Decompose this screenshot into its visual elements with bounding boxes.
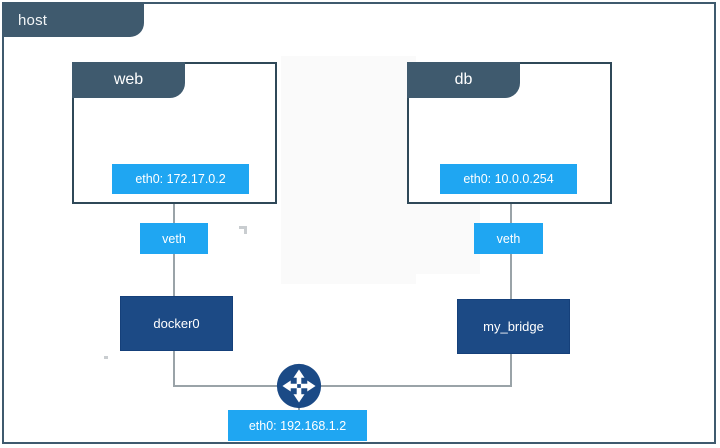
container-db-eth0-label[interactable]: eth0: 10.0.0.254 bbox=[440, 164, 577, 194]
background-artifact bbox=[281, 56, 416, 284]
connector-veth-mybridge bbox=[510, 251, 512, 303]
container-db-header: db bbox=[407, 62, 520, 98]
host-boundary: web eth0: 172.17.0.2 db eth0: 10.0.0.254… bbox=[2, 2, 716, 444]
router-icon[interactable] bbox=[276, 363, 322, 409]
render-speck bbox=[239, 226, 247, 229]
bridge-my-bridge[interactable]: my_bridge bbox=[457, 299, 570, 354]
render-speck bbox=[104, 356, 108, 359]
connector-router-bus bbox=[173, 385, 512, 387]
connector-mybridge-router-bus bbox=[510, 352, 512, 387]
container-web-header: web bbox=[72, 62, 185, 98]
router-eth0-label[interactable]: eth0: 192.168.1.2 bbox=[228, 410, 367, 441]
background-artifact bbox=[416, 204, 480, 274]
connector-db-veth bbox=[510, 202, 512, 228]
render-speck bbox=[244, 226, 247, 234]
container-web-eth0-label[interactable]: eth0: 172.17.0.2 bbox=[112, 164, 249, 194]
container-web[interactable]: web eth0: 172.17.0.2 bbox=[72, 62, 277, 204]
host-tab-label: host bbox=[18, 12, 48, 29]
veth-web[interactable]: veth bbox=[140, 223, 208, 254]
connector-docker0-router-bus bbox=[173, 348, 175, 387]
connector-web-veth bbox=[173, 202, 175, 228]
host-tab[interactable]: host bbox=[4, 4, 144, 37]
container-db-title: db bbox=[454, 71, 473, 88]
container-db[interactable]: db eth0: 10.0.0.254 bbox=[407, 62, 612, 204]
bridge-docker0[interactable]: docker0 bbox=[120, 296, 233, 351]
veth-db[interactable]: veth bbox=[474, 223, 543, 254]
container-web-title: web bbox=[113, 71, 144, 88]
connector-veth-docker0 bbox=[173, 251, 175, 301]
